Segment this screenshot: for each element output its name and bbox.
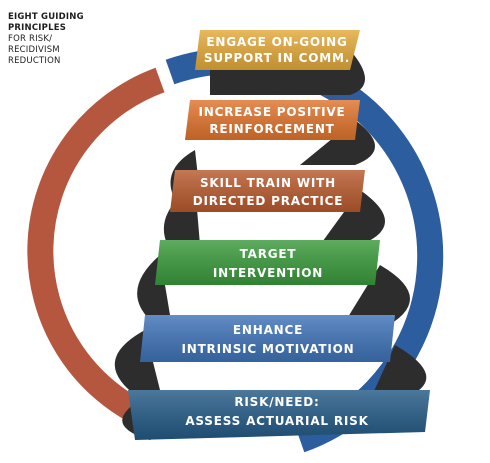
step-engage-support: ENGAGE ON-GOING SUPPORT IN COMM. <box>195 30 360 70</box>
step-enhance-motivation-line1: ENHANCE <box>233 323 303 337</box>
step-target-intervention-line2: INTERVENTION <box>213 266 323 280</box>
measurement-feedback-label: MEASUREMENT FEEDBACK <box>69 139 119 355</box>
step-skill-train-line2: DIRECTED PRACTICE <box>193 194 344 208</box>
step-skill-train-line1: SKILL TRAIN WITH <box>200 176 336 190</box>
caption-line-5: REDUCTION <box>8 56 61 66</box>
step-risk-need-line2: ASSESS ACTUARIAL RISK <box>185 414 368 428</box>
corner-caption: EIGHT GUIDING PRINCIPLES FOR RISK/ RECID… <box>8 12 128 67</box>
caption-line-4: RECIDIVISM <box>8 45 60 55</box>
step-increase-reinforcement: INCREASE POSITIVE REINFORCEMENT <box>185 100 360 140</box>
caption-line-1: EIGHT GUIDING <box>8 12 84 22</box>
step-risk-need-line1: RISK/NEED: <box>234 395 319 409</box>
caption-line-3: FOR RISK/ <box>8 34 53 44</box>
step-risk-need: RISK/NEED: ASSESS ACTUARIAL RISK <box>128 390 430 440</box>
step-increase-reinforcement-line2: REINFORCEMENT <box>209 122 334 136</box>
step-target-intervention: TARGET INTERVENTION <box>155 240 380 285</box>
step-enhance-motivation: ENHANCE INTRINSIC MOTIVATION <box>140 315 395 362</box>
step-engage-support-line1: ENGAGE ON-GOING <box>206 35 347 49</box>
step-skill-train: SKILL TRAIN WITH DIRECTED PRACTICE <box>170 170 365 212</box>
step-engage-support-line2: SUPPORT IN COMM. <box>204 51 350 65</box>
ring-feedback-arc <box>27 67 165 430</box>
caption-line-2: PRINCIPLES <box>8 23 67 33</box>
step-enhance-motivation-line2: INTRINSIC MOTIVATION <box>181 342 354 356</box>
step-bands: ENGAGE ON-GOING SUPPORT IN COMM. INCREAS… <box>128 30 430 440</box>
step-increase-reinforcement-line1: INCREASE POSITIVE <box>199 105 346 119</box>
step-target-intervention-line1: TARGET <box>240 247 297 261</box>
